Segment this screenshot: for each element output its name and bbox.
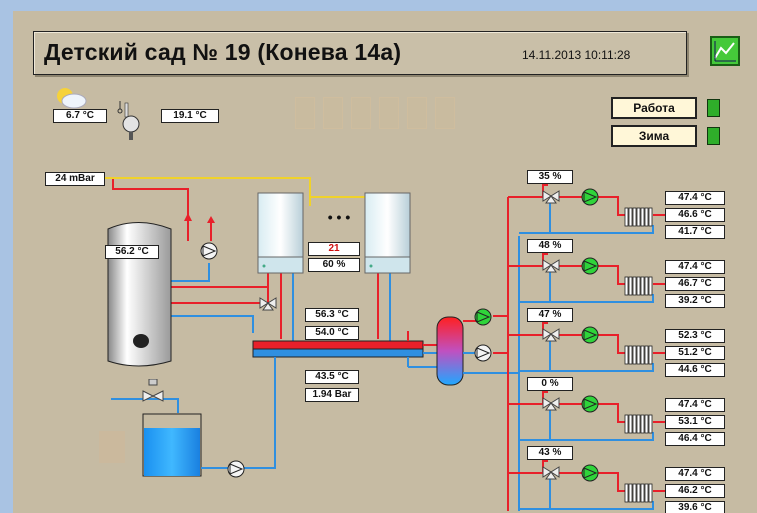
mixing-valve-percent-value: 0 %: [527, 377, 573, 391]
circuit-temp-value: 51.2 °C: [665, 346, 725, 360]
supply-pipe: [553, 334, 625, 354]
alarm-slot-5-icon: [407, 97, 427, 129]
return-pipe: [519, 363, 654, 372]
pump-icon[interactable]: [580, 187, 600, 212]
circuit-temp-value: 39.6 °C: [665, 501, 725, 513]
sensor-temp-value: 19.1 °C: [161, 109, 219, 123]
outdoor-temp-value: 6.7 °C: [53, 109, 107, 123]
radiator-icon: [623, 275, 657, 302]
radiator-icon: [623, 482, 657, 509]
circuit-temp-value: 52.3 °C: [665, 329, 725, 343]
alarm-slot-3-icon: [351, 97, 371, 129]
circuit-temp-value: 46.2 °C: [665, 484, 725, 498]
datetime: 14.11.2013 10:11:28: [522, 48, 631, 62]
mixing-valve-percent-value: 48 %: [527, 239, 573, 253]
circuit-temp-value: 39.2 °C: [665, 294, 725, 308]
circuit-temp-value: 46.4 °C: [665, 432, 725, 446]
season-mode-switch[interactable]: [707, 127, 720, 145]
three-way-valve-icon[interactable]: [541, 464, 561, 485]
trend-chart-icon: [714, 41, 736, 62]
work-mode-switch[interactable]: [707, 99, 720, 117]
alarm-slot-1-icon: [295, 97, 315, 129]
gas-pressure-value: 24 mBar: [45, 172, 105, 186]
circuit-temp-value: 47.4 °C: [665, 398, 725, 412]
supply-pipe: [553, 196, 625, 216]
boiler-setpoint-value: 21: [308, 242, 360, 256]
dhw-tank-temp-value: 56.2 °C: [105, 245, 159, 259]
system-temp-value: 43.5 °C: [305, 370, 359, 384]
three-way-valve-icon[interactable]: [541, 188, 561, 209]
pump-icon[interactable]: [199, 241, 219, 261]
scada-panel: Детский сад № 19 (Конева 14а) 14.11.2013…: [13, 11, 757, 513]
three-way-valve-icon[interactable]: [541, 257, 561, 278]
manifold-return-temp-value: 54.0 °C: [305, 326, 359, 340]
three-way-valve-icon[interactable]: [541, 395, 561, 416]
trend-chart-button[interactable]: [710, 36, 740, 66]
radiator-icon: [623, 413, 657, 440]
three-way-valve-icon[interactable]: [141, 379, 165, 403]
system-pressure-value: 1.94 Bar: [305, 388, 359, 402]
circuit-temp-value: 44.6 °C: [665, 363, 725, 377]
boiler-status-ellipsis: • • •: [327, 209, 351, 225]
return-pipe: [519, 432, 654, 441]
weather-partly-cloudy-icon: [57, 88, 87, 109]
circuit-temp-value: 41.7 °C: [665, 225, 725, 239]
pump-icon[interactable]: [580, 463, 600, 488]
radiator-icon: [623, 206, 657, 233]
return-pipe: [519, 294, 654, 303]
manifold-supply-temp-value: 56.3 °C: [305, 308, 359, 322]
alarm-slot-6-icon: [435, 97, 455, 129]
alarm-triangle-icon: [99, 431, 125, 463]
mixing-valve-percent-value: 43 %: [527, 446, 573, 460]
three-way-valve-icon[interactable]: [258, 295, 278, 311]
pump-icon[interactable]: [580, 256, 600, 281]
mixing-valve-percent-value: 47 %: [527, 308, 573, 322]
mixing-valve-percent-value: 35 %: [527, 170, 573, 184]
supply-pipe: [553, 265, 625, 285]
circuit-temp-value: 47.4 °C: [665, 191, 725, 205]
return-pipe: [519, 225, 654, 234]
page-title: Детский сад № 19 (Конева 14а): [44, 39, 402, 65]
circuit-temp-value: 47.4 °C: [665, 467, 725, 481]
pump-icon[interactable]: [473, 343, 493, 363]
title-bar: Детский сад № 19 (Конева 14а) 14.11.2013…: [33, 31, 687, 75]
circuit-temp-value: 47.4 °C: [665, 260, 725, 274]
process-diagram: [103, 177, 665, 511]
supply-pipe: [553, 403, 625, 423]
boiler-load-value: 60 %: [308, 258, 360, 272]
supply-pipe: [553, 472, 625, 492]
return-pipe: [519, 501, 654, 510]
three-way-valve-icon[interactable]: [541, 326, 561, 347]
pump-icon[interactable]: [473, 307, 493, 327]
pump-icon[interactable]: [226, 459, 246, 479]
radiator-icon: [623, 344, 657, 371]
circuit-temp-value: 53.1 °C: [665, 415, 725, 429]
thermometer-icon: [117, 101, 140, 140]
alarm-slot-4-icon: [379, 97, 399, 129]
work-mode-indicator: Работа: [611, 97, 697, 119]
pump-icon[interactable]: [580, 394, 600, 419]
circuit-temp-value: 46.6 °C: [665, 208, 725, 222]
season-mode-indicator: Зима: [611, 125, 697, 147]
circuit-temp-value: 46.7 °C: [665, 277, 725, 291]
alarm-slot-2-icon: [323, 97, 343, 129]
pump-icon[interactable]: [580, 325, 600, 350]
